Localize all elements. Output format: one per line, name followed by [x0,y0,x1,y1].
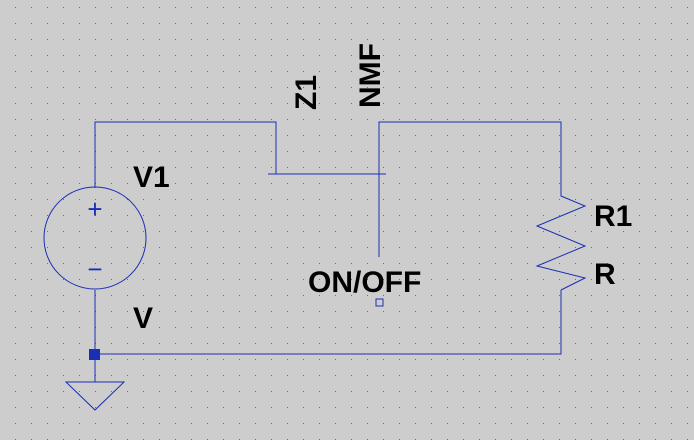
wire-bottom[interactable] [94,290,562,355]
source-minus-sign: − [87,254,102,284]
source-name-label: V1 [133,161,170,194]
grid-dots [15,7,688,440]
source-plus-sign: + [87,194,102,224]
resistor-name-label: R1 [594,200,632,233]
resistor-value-label: R [594,258,616,291]
junction-icon[interactable] [89,349,100,360]
mosfet-name-label: Z1 [290,75,323,110]
resistor-icon[interactable] [535,188,587,291]
pin-icon[interactable] [375,298,384,307]
ground-icon[interactable] [64,381,126,411]
voltage-source-icon[interactable]: + − [43,186,147,290]
wire-source-top[interactable] [94,121,277,188]
mosfet-model-label: NMF [354,43,387,108]
wires [94,121,562,382]
switch-node-label: ON/OFF [308,266,421,299]
source-value-label: V [133,302,153,335]
wire-drain[interactable] [378,121,562,188]
